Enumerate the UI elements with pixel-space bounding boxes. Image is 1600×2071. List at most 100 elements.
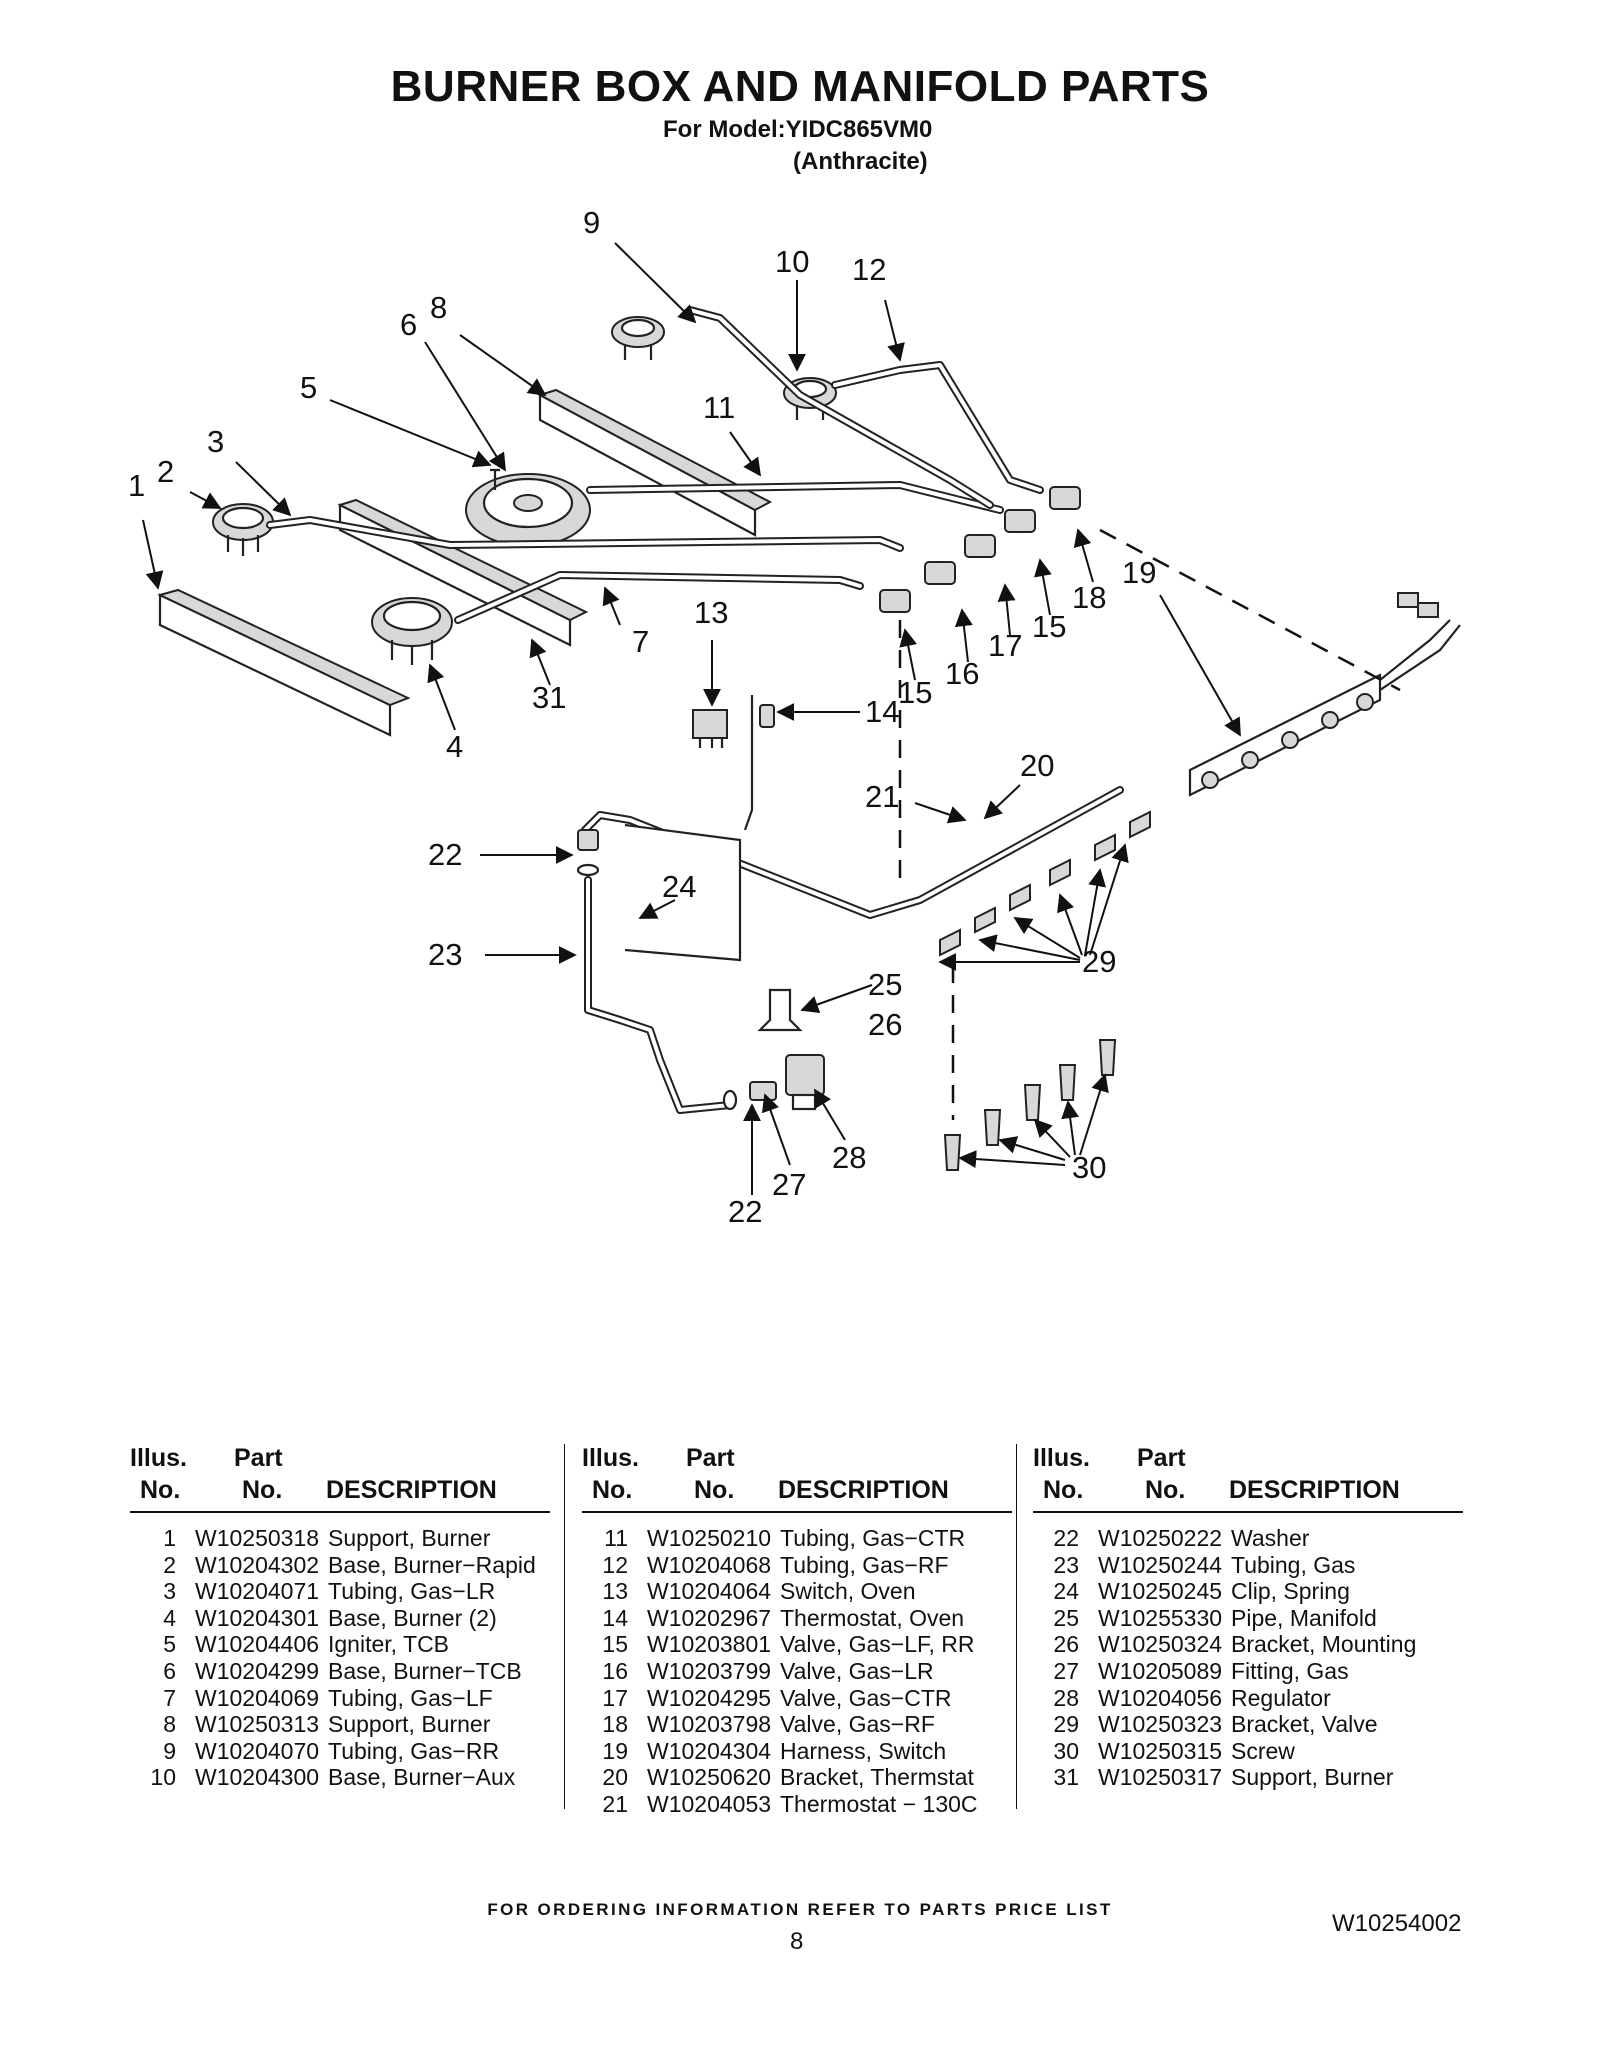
header-description: DESCRIPTION [326,1476,497,1504]
callout: 21 [865,779,899,814]
burner-base-tcb [465,468,591,547]
callout: 22 [728,1194,762,1229]
callout: 23 [428,937,462,972]
burner-base-2 [371,597,453,665]
exploded-parts-diagram: 9 10 12 6 8 5 11 3 1 2 19 18 15 17 16 15… [128,205,1461,1229]
callout: 6 [400,307,417,342]
callout: 10 [775,244,809,279]
table-header: Illus. No. Part No. DESCRIPTION [582,1444,1012,1513]
header-part: Part [1137,1444,1186,1472]
burner-base-rapid [212,503,274,556]
callout: 11 [703,390,735,425]
header-part-no: No. [242,1476,283,1504]
ordering-footer: FOR ORDERING INFORMATION REFER TO PARTS … [487,1900,1113,1919]
page-title: BURNER BOX AND MANIFOLD PARTS [390,62,1210,111]
callout: 5 [300,370,317,405]
callout: 17 [988,628,1022,663]
oven-switch [692,709,728,748]
callout: 20 [1020,748,1054,783]
header-part-no: No. [694,1476,735,1504]
callout: 12 [852,252,886,287]
callout: 7 [632,624,649,659]
callout: 14 [865,694,899,729]
manifold-pipe [581,786,1124,962]
burner-support-1 [157,588,411,737]
color-line: (Anthracite) [793,148,928,175]
model-line: For Model:YIDC865VM0 [663,116,933,143]
header-illus: Illus. [582,1444,639,1472]
table-header: Illus. No. Part No. DESCRIPTION [1033,1444,1463,1513]
callout: 13 [694,595,728,630]
gas-tubing [266,306,1044,624]
callout: 2 [157,454,174,489]
callout: 19 [1122,555,1156,590]
callout: 4 [446,729,463,764]
header-illus-no: No. [1043,1476,1084,1504]
header-part: Part [234,1444,283,1472]
document-number: W10254002 [1332,1910,1462,1937]
gas-valves [879,486,1081,613]
gas-tubing-23 [576,829,734,1114]
column-divider [564,1444,565,1809]
callout: 27 [772,1167,806,1202]
callout: 29 [1082,944,1116,979]
page-number: 8 [790,1928,804,1955]
callout: 26 [868,1007,902,1042]
header-illus: Illus. [1033,1444,1090,1472]
switch-harness [1188,592,1461,797]
header-description: DESCRIPTION [1229,1476,1400,1504]
callout: 22 [428,837,462,872]
oven-thermostat [743,695,775,831]
header-illus-no: No. [140,1476,181,1504]
callout: 8 [430,290,447,325]
callout: 25 [868,967,902,1002]
callout: 3 [207,424,224,459]
callout: 31 [532,680,566,715]
table-header: Illus. No. Part No. DESCRIPTION [130,1444,550,1513]
mounting-bracket [757,988,803,1032]
header-illus: Illus. [130,1444,187,1472]
header-part-no: No. [1145,1476,1186,1504]
callout: 24 [662,869,696,904]
header-description: DESCRIPTION [778,1476,949,1504]
callout: 16 [945,656,979,691]
burner-base-aux [611,316,665,360]
callout: 28 [832,1140,866,1175]
callout: 15 [1032,609,1066,644]
burner-support-8 [537,388,773,537]
regulator [785,1054,825,1111]
column-divider [1016,1444,1017,1809]
leader-lines [142,242,1241,1195]
